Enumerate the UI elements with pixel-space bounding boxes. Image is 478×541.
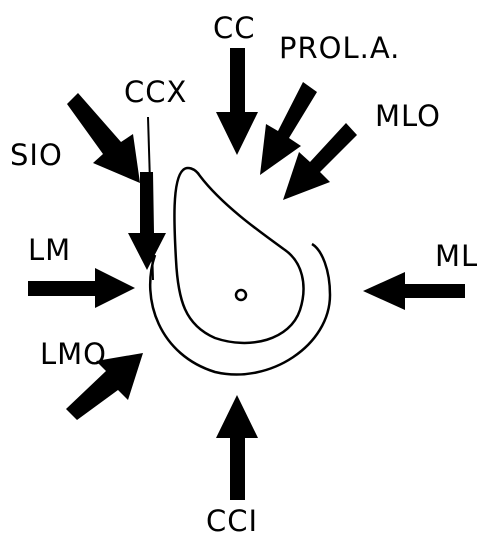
arrow-lm	[28, 268, 135, 308]
arrow-cc	[216, 48, 258, 155]
arrow-prola	[260, 82, 317, 175]
label-sio: SIO	[10, 138, 63, 172]
label-lmo: LMO	[40, 337, 107, 371]
label-cci: CCI	[206, 504, 258, 538]
label-prola: PROL.A.	[279, 31, 400, 65]
label-mlo: MLO	[375, 99, 441, 133]
label-lm: LM	[28, 233, 71, 267]
nipple-marker	[234, 288, 248, 302]
arrow-ccx	[128, 172, 166, 270]
arrow-cci	[216, 395, 258, 500]
label-ccx: CCX	[124, 75, 187, 109]
label-ml: ML	[435, 239, 478, 273]
label-cc: CC	[213, 11, 256, 45]
arrow-mlo	[283, 123, 357, 200]
breast-outline	[173, 166, 305, 345]
arrow-lmo	[66, 353, 143, 420]
arrow-sio	[67, 93, 140, 183]
arrow-ml	[363, 272, 465, 310]
outer-curve	[148, 242, 332, 376]
